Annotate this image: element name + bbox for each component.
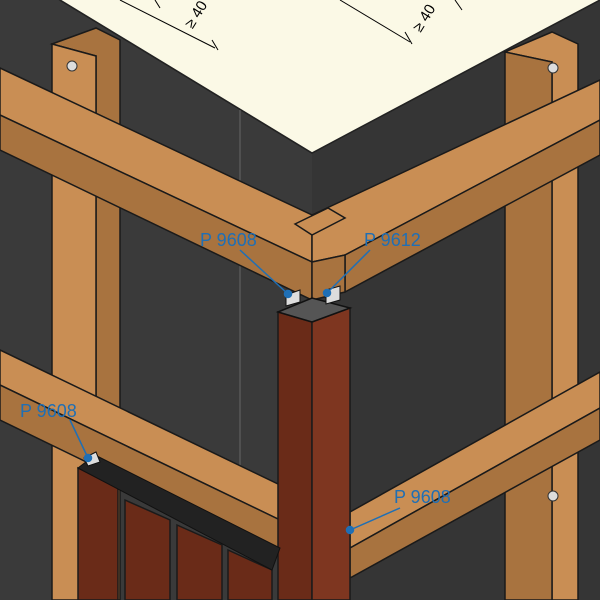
lower-profiles xyxy=(77,451,281,600)
label-corner-right: P 9612 xyxy=(364,230,421,250)
dimension-left xyxy=(119,0,219,51)
label-lower-left: P 9608 xyxy=(20,401,77,421)
corner-profile xyxy=(275,285,353,600)
screw-icon xyxy=(547,490,559,502)
label-lower-right: P 9608 xyxy=(394,487,451,507)
label-corner-left: P 9608 xyxy=(200,230,257,250)
screw-icon xyxy=(547,62,559,74)
dimension-right xyxy=(339,0,463,45)
screw-icon xyxy=(66,60,78,72)
callout-lines xyxy=(69,249,401,535)
